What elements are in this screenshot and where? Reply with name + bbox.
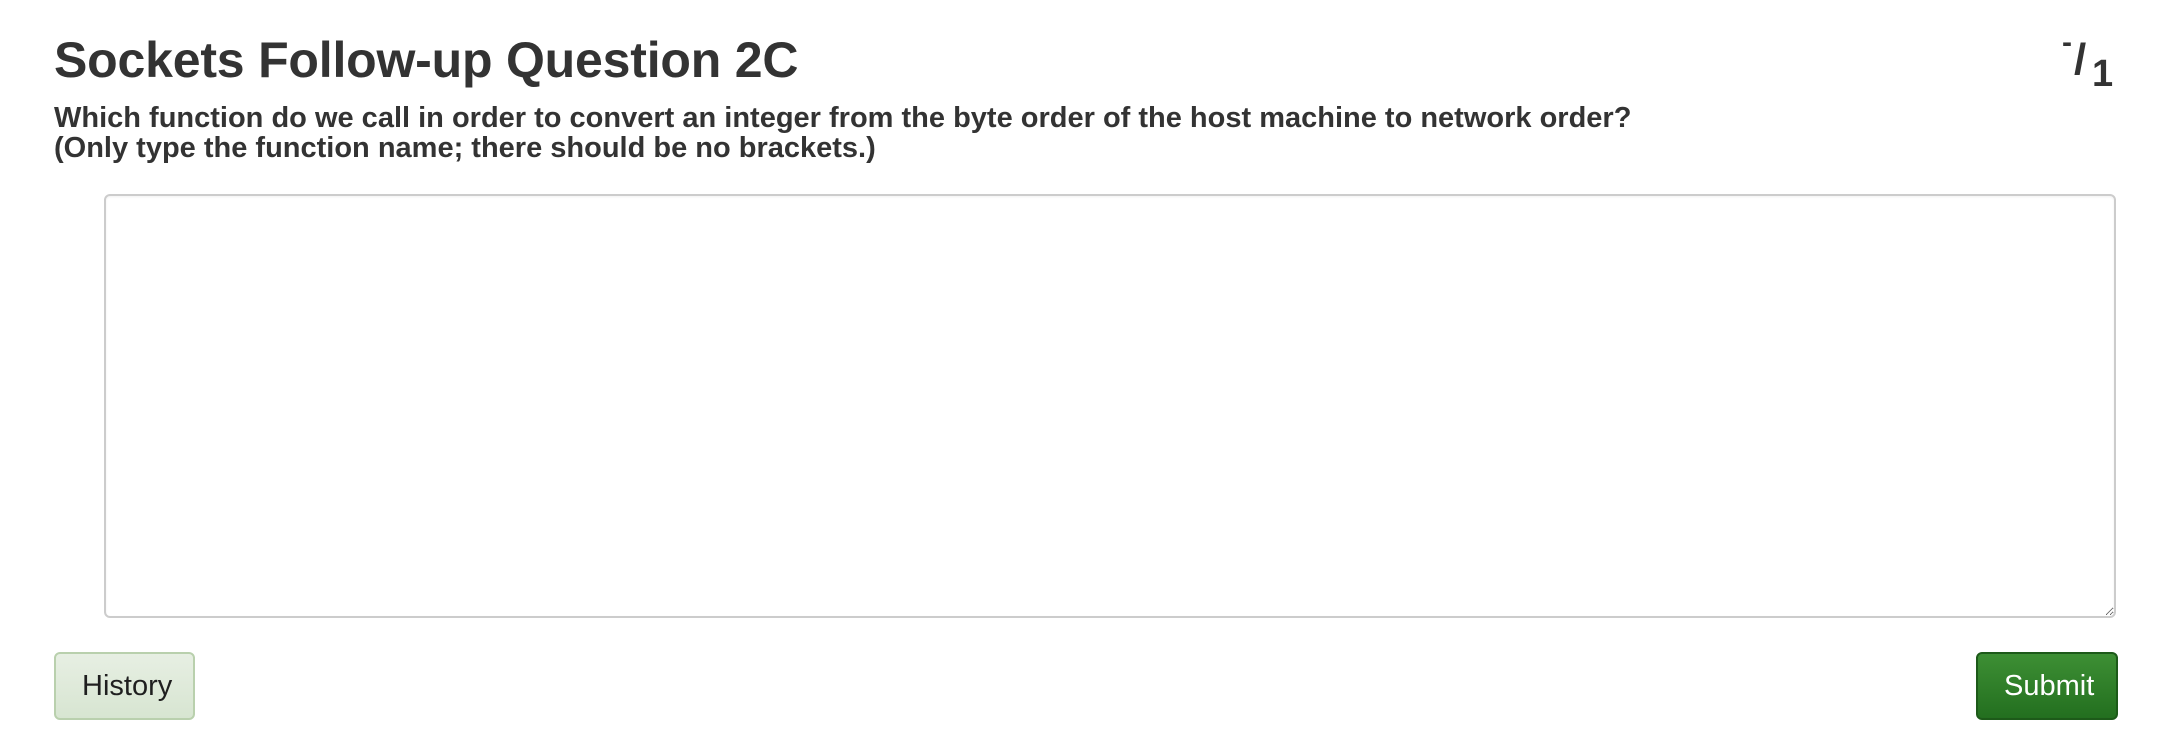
submit-button[interactable]: Submit [1976,652,2118,720]
score-earned: - [2062,26,2072,59]
prompt-line-2: (Only type the function name; there shou… [54,132,876,164]
score-indicator: - / 1 [2056,28,2116,95]
question-prompt: Which function do we call in order to co… [54,103,1631,163]
history-button[interactable]: History [54,652,195,720]
answer-textarea[interactable] [104,194,2116,618]
prompt-line-1: Which function do we call in order to co… [54,102,1632,134]
score-separator: / [2074,35,2087,84]
score-total: 1 [2092,53,2114,95]
question-title: Sockets Follow-up Question 2C [54,32,799,88]
